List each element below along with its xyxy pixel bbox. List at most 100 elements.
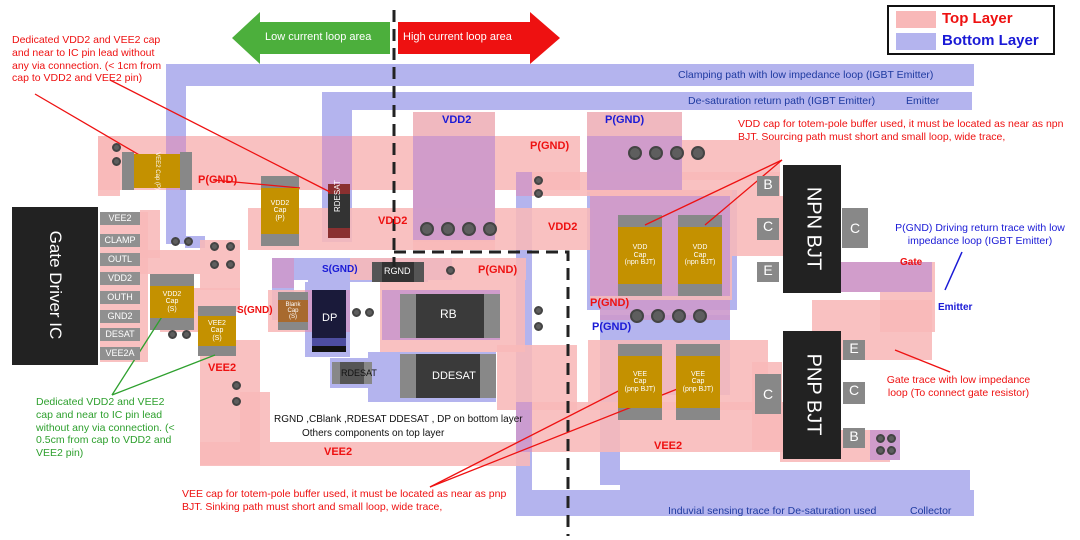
via	[693, 309, 707, 323]
ic-pin-outl: OUTL	[100, 253, 140, 266]
npn-pin-c-right: C	[842, 208, 868, 248]
via	[887, 434, 896, 443]
dp-label: DP	[322, 312, 338, 324]
via	[628, 146, 642, 160]
pnp-pin-e: E	[843, 340, 865, 360]
bottom-layer-note-1: RGND ,CBlank ,RDESAT DDESAT , DP on bott…	[274, 414, 523, 425]
trace-clamping-label: Clamping path with low impedance loop (I…	[678, 69, 934, 81]
via	[534, 306, 543, 315]
high-current-arrow	[398, 12, 560, 64]
net-pgnd-mid: P(GND)	[530, 140, 570, 152]
net-pgnd-box: P(GND)	[605, 114, 645, 126]
net-emitter-right: Emitter	[938, 302, 973, 313]
via	[462, 222, 476, 236]
emitter-arrow	[944, 251, 963, 291]
ic-title: Gate Driver IC	[46, 230, 65, 340]
note-top-left: Dedicated VDD2 and VEE2 cap and near to …	[12, 34, 162, 85]
via	[352, 308, 361, 317]
trace-emitter-top-label: Emitter	[906, 95, 940, 107]
via	[171, 237, 180, 246]
via	[226, 260, 235, 269]
via	[226, 242, 235, 251]
via	[670, 146, 684, 160]
bottom-layer-note-2: Others components on top layer	[302, 428, 445, 439]
via	[168, 330, 177, 339]
component-bodies	[122, 152, 722, 420]
ic-pin-desat: DESAT	[100, 328, 140, 341]
rgnd-label: RGND	[384, 266, 411, 276]
npn-pin-c-left: C	[757, 218, 779, 240]
via	[691, 146, 705, 160]
via	[672, 309, 686, 323]
via	[483, 222, 497, 236]
via	[112, 157, 121, 166]
via	[630, 309, 644, 323]
via	[534, 176, 543, 185]
via	[420, 222, 434, 236]
rdesat-bot-label: RDESAT	[341, 368, 377, 378]
net-pgnd-center: P(GND)	[478, 264, 518, 276]
via	[651, 309, 665, 323]
trace-sensing-label: Induvial sensing trace for De-saturation…	[668, 505, 877, 517]
low-current-arrow	[232, 12, 390, 64]
low-current-label: Low current loop area	[265, 31, 372, 43]
pnp-bjt: PNP BJT	[783, 331, 841, 459]
via	[210, 242, 219, 251]
via	[112, 143, 121, 152]
net-gate: Gate	[900, 257, 923, 268]
via	[649, 146, 663, 160]
ddesat-label: DDESAT	[432, 370, 476, 382]
via	[184, 237, 193, 246]
pnp-pin-c-left: C	[755, 374, 781, 414]
via	[182, 330, 191, 339]
via	[232, 397, 241, 406]
gate-driver-ic: Gate Driver IC	[12, 207, 98, 365]
note-vee-cap: VEE cap for totem-pole buffer used, it m…	[182, 488, 507, 513]
via	[876, 434, 885, 443]
net-pgnd-left: P(GND)	[198, 174, 238, 186]
via	[534, 189, 543, 198]
net-pgnd-blue: P(GND)	[592, 321, 632, 333]
note-gate-trace: Gate trace with low impedance loop (To c…	[886, 374, 1031, 399]
net-vee2-right: VEE2	[654, 440, 683, 452]
via	[887, 446, 896, 455]
via	[446, 266, 455, 275]
ic-pin-clamp: CLAMP	[100, 234, 140, 247]
ic-pin-gnd2: GND2	[100, 310, 140, 323]
sensing-trace	[516, 490, 974, 516]
via	[534, 322, 543, 331]
high-loop-boundary	[394, 250, 570, 536]
net-vee2-bottom: VEE2	[324, 446, 353, 458]
net-sgnd-red: S(GND)	[237, 305, 273, 316]
clamping-trace	[166, 64, 974, 86]
npn-bjt: NPN BJT	[783, 165, 841, 293]
desat-return-trace	[322, 92, 972, 110]
npn-pin-e: E	[757, 262, 779, 282]
ic-pin-outh: OUTH	[100, 291, 140, 304]
npn-bjt-title: NPN BJT	[802, 186, 825, 271]
pnp-bjt-title: PNP BJT	[802, 353, 825, 436]
via	[365, 308, 374, 317]
ic-pin-vee2a: VEE2A	[100, 347, 140, 360]
note-vdd-cap: VDD cap for totem-pole buffer used, it m…	[738, 118, 1064, 143]
ic-pin-vdd2: VDD2	[100, 272, 140, 285]
ic-pin-vee2: VEE2	[100, 212, 140, 225]
net-sgnd-blue: S(GND)	[322, 264, 358, 275]
net-vdd2-red2: VDD2	[548, 221, 578, 233]
via	[876, 446, 885, 455]
trace-collector-label: Collector	[910, 505, 952, 517]
note-bottom-left: Dedicated VDD2 and VEE2 cap and near to …	[36, 396, 175, 460]
pnp-pin-c-right: C	[843, 382, 865, 404]
npn-pin-b: B	[757, 176, 779, 196]
net-vdd2-red1: VDD2	[378, 215, 408, 227]
net-vdd2-blue: VDD2	[442, 114, 472, 126]
